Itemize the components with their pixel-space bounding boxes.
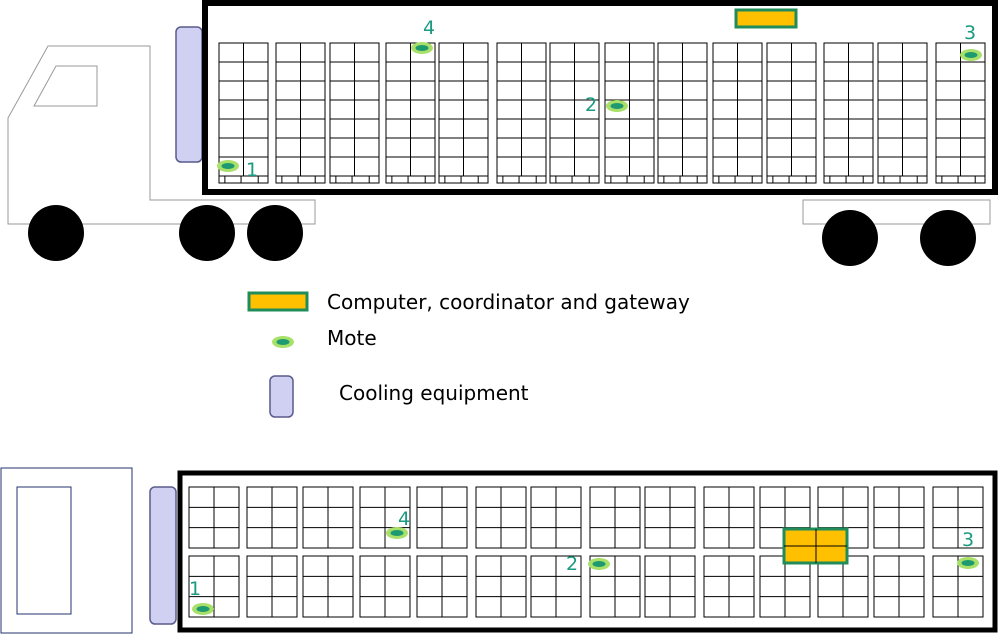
truck-cab-top	[0, 467, 133, 634]
pallet-block	[644, 555, 696, 618]
side-mote-2: 2	[585, 94, 628, 116]
pallet-stack	[604, 42, 655, 184]
pallet-stack	[657, 42, 708, 184]
cab-seat-area	[16, 486, 72, 615]
wheel	[822, 210, 878, 266]
wheel	[28, 205, 84, 261]
pallet-stack	[496, 42, 547, 184]
pallet-stack	[877, 42, 928, 184]
cab-window	[33, 65, 98, 107]
pallet-stack	[823, 42, 874, 184]
top-mote-3: 3	[957, 529, 979, 569]
cooling-equipment	[149, 486, 177, 625]
mote-label: 3	[962, 529, 974, 551]
legend: Computer, coordinator and gateway Mote C…	[247, 290, 690, 418]
pallet-stack	[329, 42, 380, 184]
pallet-block	[759, 555, 811, 618]
side-mote-3: 3	[960, 22, 982, 61]
pallet-stack	[935, 42, 986, 184]
cooling-equipment	[175, 26, 203, 163]
legend-cooling-swatch	[269, 375, 294, 418]
pallet-block	[589, 486, 641, 549]
mote-label: 2	[585, 94, 597, 116]
pallet-stacks	[218, 42, 986, 184]
pallet-block	[873, 486, 925, 549]
pallet-block	[873, 555, 925, 618]
pallet-grid	[188, 486, 984, 618]
pallet-block	[475, 555, 527, 618]
truck-cab	[7, 45, 316, 225]
pallet-block	[703, 555, 755, 618]
truck-side-view: 1 2 3 4	[7, 0, 998, 266]
legend-mote-label: Mote	[327, 326, 377, 350]
mote-label: 1	[246, 159, 258, 181]
wheel	[247, 205, 303, 261]
pallet-block	[416, 486, 468, 549]
pallet-stack	[275, 42, 326, 184]
pallet-block	[475, 486, 527, 549]
pallet-block	[644, 486, 696, 549]
pallet-stack	[385, 42, 436, 184]
wheel	[179, 205, 235, 261]
top-mote-2: 2	[566, 553, 610, 575]
mote-label: 2	[566, 553, 578, 575]
trailer-container-top	[177, 470, 998, 633]
pallet-stack	[549, 42, 600, 184]
top-mote-1: 1	[189, 578, 214, 615]
pallet-block	[932, 555, 984, 618]
legend-computer-label: Computer, coordinator and gateway	[327, 290, 690, 314]
pallet-block	[530, 555, 582, 618]
pallet-block	[530, 486, 582, 549]
truck-top-view: 1 2 3 4	[0, 467, 998, 634]
pallet-block	[703, 486, 755, 549]
side-mote-1: 1	[217, 159, 258, 181]
pallet-stack	[766, 42, 817, 184]
pallet-block	[416, 555, 468, 618]
pallet-block	[302, 555, 354, 618]
mote-label: 1	[189, 578, 201, 600]
pallet-block	[817, 555, 869, 618]
mote-label: 4	[398, 508, 410, 530]
top-view-motes: 1 2 3 4	[189, 508, 979, 615]
legend-computer-swatch	[247, 291, 309, 312]
pallet-block	[188, 486, 240, 549]
trailer-rear-chassis	[802, 199, 991, 225]
pallet-block	[589, 555, 641, 618]
pallet-stack	[712, 42, 763, 184]
legend-cooling-label: Cooling equipment	[339, 381, 529, 405]
legend-mote-swatch	[272, 336, 294, 348]
pallet-block	[246, 555, 298, 618]
side-view-motes: 1 2 3 4	[217, 17, 982, 181]
pallet-block	[359, 555, 411, 618]
top-mote-4: 4	[386, 508, 410, 539]
side-mote-4: 4	[411, 17, 435, 54]
computer-coordinator-gateway	[734, 8, 798, 29]
mote-label: 3	[964, 22, 976, 44]
pallet-stack	[218, 42, 269, 184]
pallet-stack	[438, 42, 489, 184]
mote-label: 4	[423, 17, 435, 39]
wheel	[920, 210, 976, 266]
pallet-block	[302, 486, 354, 549]
pallet-block	[932, 486, 984, 549]
pallet-block	[246, 486, 298, 549]
